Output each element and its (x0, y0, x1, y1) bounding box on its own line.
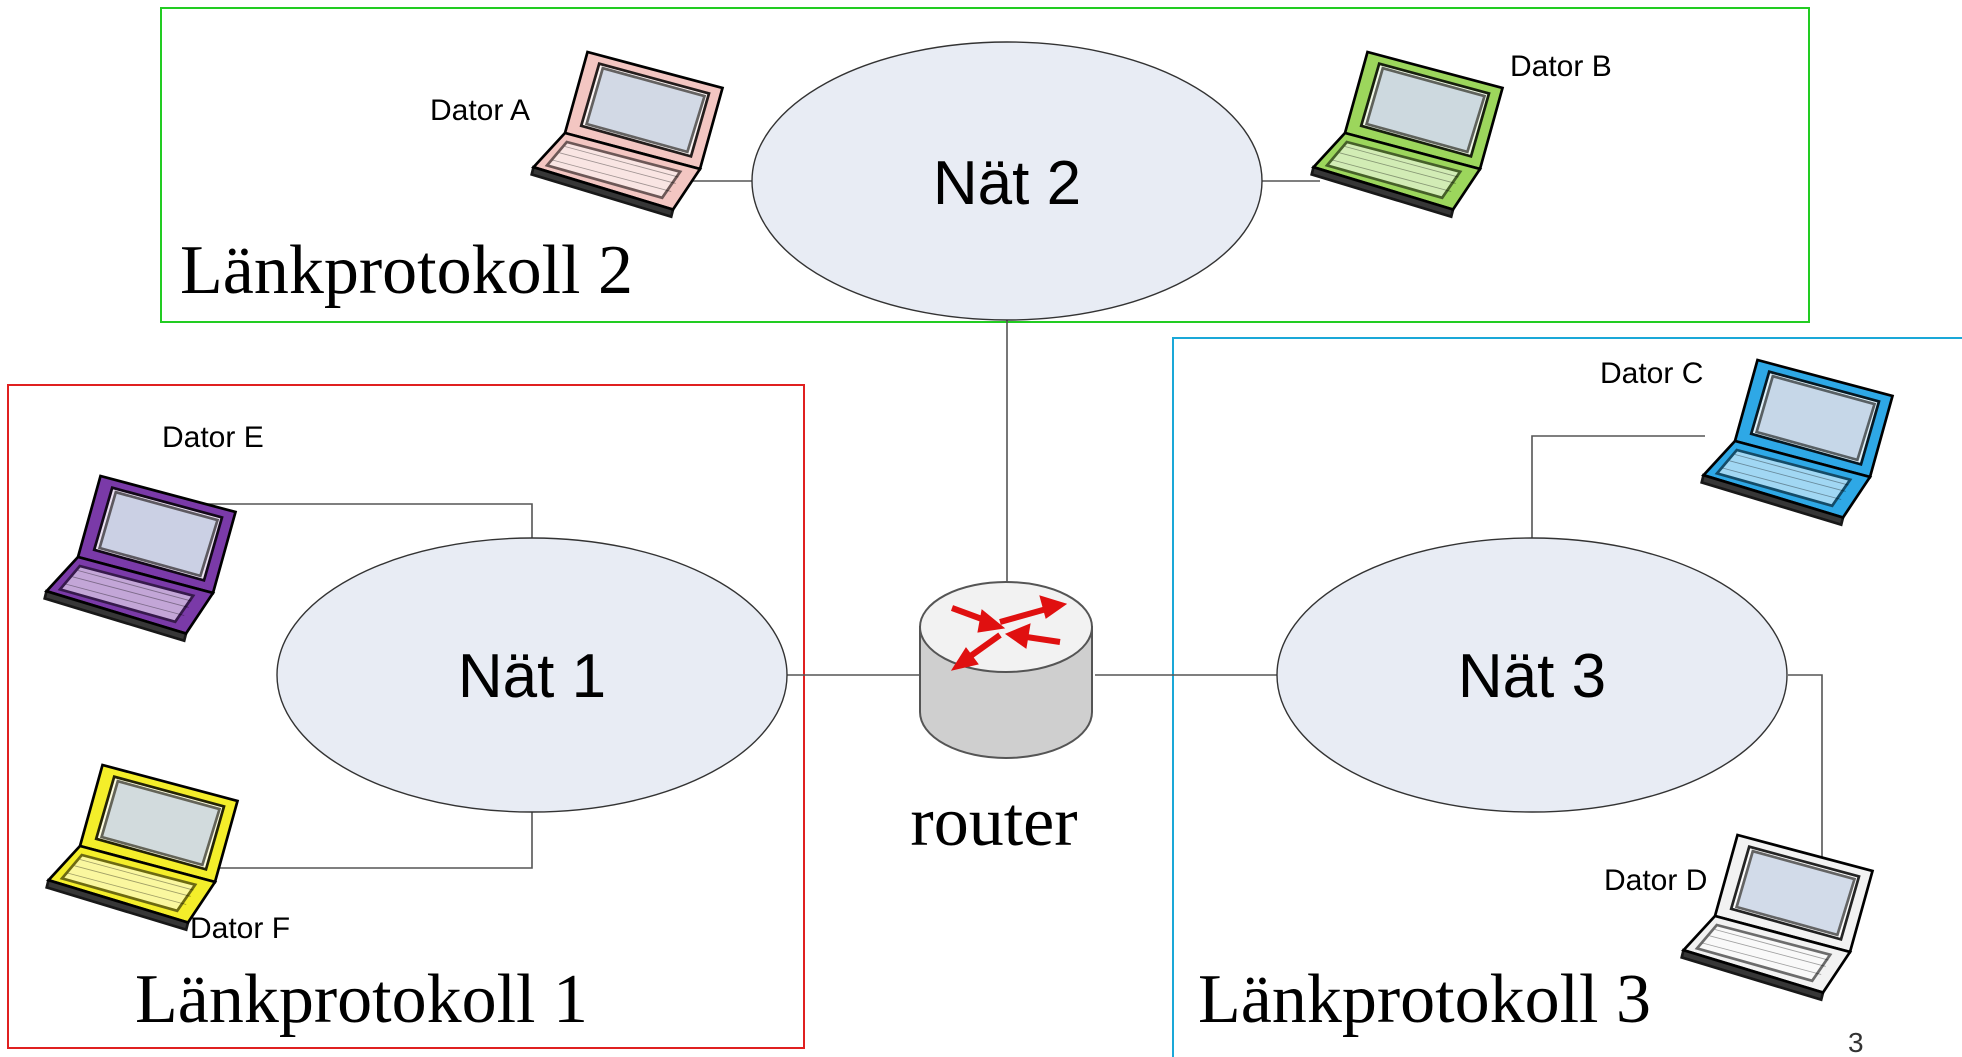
computer-f-label: Dator F (190, 912, 290, 945)
wire-f-nat1 (185, 812, 533, 869)
wire-e-nat1 (180, 503, 533, 538)
computer-b-label: Dator B (1510, 50, 1612, 83)
router-icon (919, 581, 1093, 759)
computer-e-label: Dator E (162, 421, 264, 454)
router-label: router (910, 784, 1077, 861)
wire-c-nat3 (1531, 435, 1705, 538)
computer-a-laptop-icon (530, 50, 724, 219)
protocol-region-2-label: Länkprotokoll 2 (180, 232, 633, 309)
protocol-region-1-box (7, 384, 805, 1049)
computer-d-laptop-icon (1680, 833, 1874, 1002)
protocol-region-1-label: Länkprotokoll 1 (135, 961, 588, 1038)
computer-f-laptop-icon (45, 763, 239, 932)
computer-c-laptop-icon (1700, 358, 1894, 527)
protocol-region-2-box (160, 7, 1810, 323)
protocol-region-3-box (1172, 337, 1962, 1057)
computer-b-laptop-icon (1310, 50, 1504, 219)
network-nat1-label: Nät 1 (458, 642, 606, 711)
computer-d-label: Dator D (1604, 864, 1707, 897)
computer-a-label: Dator A (430, 94, 530, 127)
page-number: 3 (1848, 1027, 1864, 1057)
wire-d-nat3 (1788, 674, 1823, 860)
network-nat2-label: Nät 2 (933, 149, 1081, 218)
network-nat3 (1276, 537, 1788, 813)
computer-e-laptop-icon (43, 474, 237, 643)
protocol-region-3-label: Länkprotokoll 3 (1198, 961, 1651, 1038)
computer-c-label: Dator C (1600, 357, 1703, 390)
network-nat1 (276, 537, 788, 813)
network-nat3-label: Nät 3 (1458, 642, 1606, 711)
network-nat2 (751, 41, 1263, 321)
